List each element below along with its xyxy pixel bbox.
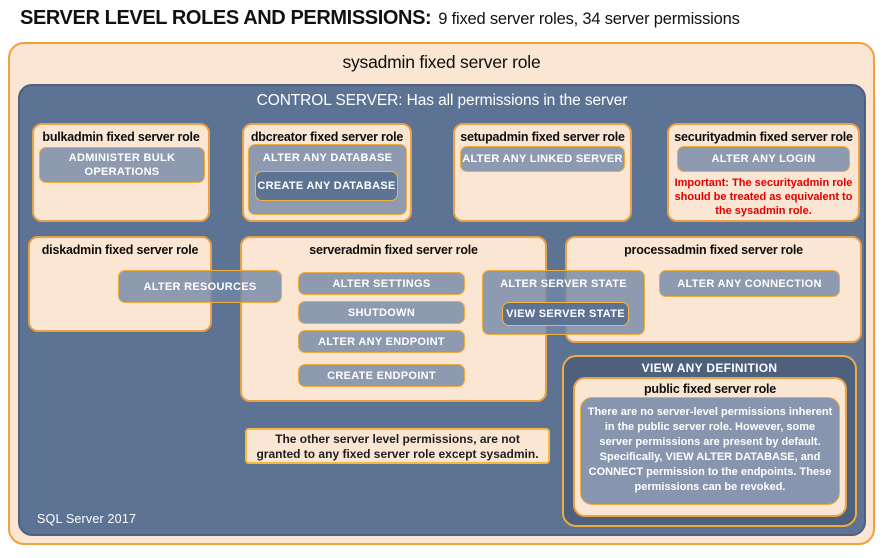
sysadmin-container-box: sysadmin fixed server role CONTROL SERVE… bbox=[8, 42, 875, 545]
role-box-setupadmin: setupadmin fixed server role ALTER ANY L… bbox=[453, 123, 632, 222]
role-box-securityadmin: securityadmin fixed server role ALTER AN… bbox=[667, 123, 860, 222]
dbcreator-title: dbcreator fixed server role bbox=[250, 130, 404, 144]
page-title-subtitle: 9 fixed server roles, 34 server permissi… bbox=[438, 10, 740, 28]
alter-server-state-label: ALTER SERVER STATE bbox=[500, 278, 627, 290]
view-any-definition-label: VIEW ANY DEFINITION bbox=[641, 361, 778, 375]
role-box-bulkadmin: bulkadmin fixed server role ADMINISTER B… bbox=[32, 123, 210, 222]
public-title: public fixed server role bbox=[643, 382, 777, 396]
permission-create-any-database: CREATE ANY DATABASE bbox=[255, 171, 398, 201]
role-box-public: public fixed server role There are no se… bbox=[573, 377, 847, 517]
permission-alter-settings: ALTER SETTINGS bbox=[298, 272, 465, 295]
other-permissions-note: The other server level permissions, are … bbox=[245, 428, 550, 464]
control-server-label: CONTROL SERVER: Has all permissions in t… bbox=[256, 92, 628, 109]
permission-alter-any-login: ALTER ANY LOGIN bbox=[677, 146, 850, 172]
permission-shutdown: SHUTDOWN bbox=[298, 301, 465, 324]
permission-alter-any-linked-server: ALTER ANY LINKED SERVER bbox=[460, 146, 625, 172]
role-box-dbcreator: dbcreator fixed server role ALTER ANY DA… bbox=[242, 123, 412, 222]
permission-alter-resources: ALTER RESOURCES bbox=[118, 270, 282, 303]
permission-view-server-state: VIEW SERVER STATE bbox=[502, 302, 629, 326]
page-title: SERVER LEVEL ROLES AND PERMISSIONS: 9 fix… bbox=[20, 7, 740, 30]
permission-alter-server-state: ALTER SERVER STATE VIEW SERVER STATE bbox=[482, 270, 645, 335]
view-any-definition-box: VIEW ANY DEFINITION public fixed server … bbox=[562, 355, 857, 527]
permission-alter-any-database: ALTER ANY DATABASE CREATE ANY DATABASE bbox=[248, 144, 407, 215]
permission-alter-any-endpoint: ALTER ANY ENDPOINT bbox=[298, 330, 465, 353]
diskadmin-title: diskadmin fixed server role bbox=[41, 243, 199, 257]
sql-server-version-label: SQL Server 2017 bbox=[37, 512, 137, 526]
securityadmin-title: securityadmin fixed server role bbox=[674, 130, 853, 144]
public-role-note: There are no server-level permissions in… bbox=[580, 397, 840, 505]
permission-alter-any-connection: ALTER ANY CONNECTION bbox=[659, 270, 840, 297]
control-server-box: CONTROL SERVER: Has all permissions in t… bbox=[18, 84, 866, 536]
page-title-main: SERVER LEVEL ROLES AND PERMISSIONS: bbox=[20, 7, 432, 29]
permission-create-endpoint: CREATE ENDPOINT bbox=[298, 364, 465, 387]
processadmin-title: processadmin fixed server role bbox=[624, 243, 803, 257]
securityadmin-warning: Important: The securityadmin role should… bbox=[674, 177, 853, 217]
serveradmin-title: serveradmin fixed server role bbox=[309, 243, 478, 257]
sysadmin-label: sysadmin fixed server role bbox=[342, 52, 541, 72]
setupadmin-title: setupadmin fixed server role bbox=[460, 130, 625, 144]
permission-administer-bulk-operations: ADMINISTER BULK OPERATIONS bbox=[39, 147, 205, 183]
bulkadmin-title: bulkadmin fixed server role bbox=[42, 130, 200, 144]
alter-any-database-label: ALTER ANY DATABASE bbox=[262, 152, 393, 164]
